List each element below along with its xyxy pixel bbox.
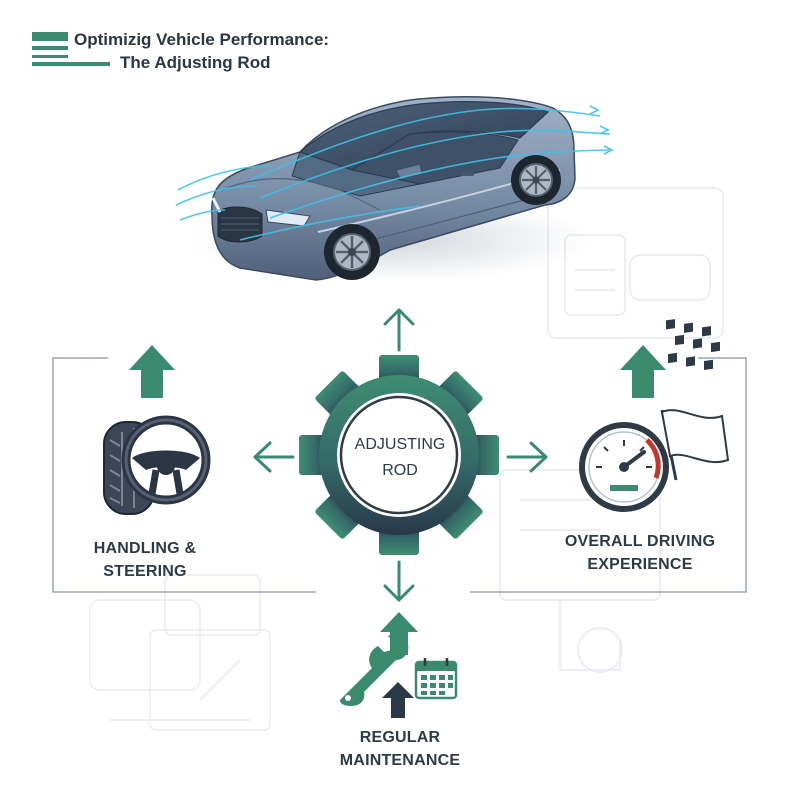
calendar-icon — [414, 658, 458, 700]
experience-label-line-2: EXPERIENCE — [587, 556, 693, 573]
gear-label-line-2: ROD — [382, 462, 418, 479]
car-rear-wheel — [511, 155, 561, 205]
handling-label-line-1: HANDLING & — [93, 540, 197, 557]
maintenance-label-line-2: MAINTENANCE — [339, 752, 461, 769]
wrench-icon — [340, 634, 409, 706]
arrow-up-from-maintenance — [380, 612, 418, 655]
frame-lines — [52, 357, 747, 593]
diagram-title: Optimizig Vehicle Performance: The Adjus… — [32, 28, 392, 78]
car-illustration — [190, 95, 590, 282]
arrow-left-to-handling — [253, 441, 295, 473]
title-line-2: The Adjusting Rod — [120, 53, 271, 72]
car-front-wheel — [324, 224, 380, 280]
arrow-down-from-gear — [383, 560, 415, 602]
gear-label-line-1: ADJUSTING — [354, 436, 446, 453]
title-bars-icon — [32, 32, 110, 66]
arrow-up-experience — [620, 345, 666, 398]
arrow-up-maintenance-dark — [382, 682, 414, 718]
title-line-1: Optimizig Vehicle Performance: — [74, 30, 330, 49]
handling-steering-label: HANDLING & STEERING — [60, 537, 230, 583]
regular-maintenance-label: REGULAR MAINTENANCE — [300, 726, 500, 772]
background-sketch-left — [89, 574, 271, 731]
gear-label: ADJUSTING ROD — [330, 432, 470, 484]
speedometer-icon — [579, 422, 669, 512]
checkered-flag-icon — [660, 319, 730, 481]
arrow-up-handling — [129, 345, 175, 398]
maintenance-label-line-1: REGULAR — [359, 729, 441, 746]
handling-label-line-2: STEERING — [103, 563, 187, 580]
steering-wheel-icon — [121, 415, 211, 505]
driving-experience-label: OVERALL DRIVING EXPERIENCE — [545, 530, 735, 576]
arrow-up-to-car — [383, 308, 415, 352]
adjusting-rod-gear — [299, 355, 499, 555]
airflow-lines — [175, 105, 614, 241]
experience-label-line-1: OVERALL DRIVING — [564, 533, 716, 550]
arrow-right-to-experience — [506, 441, 548, 473]
background-sketch-right — [499, 187, 724, 673]
